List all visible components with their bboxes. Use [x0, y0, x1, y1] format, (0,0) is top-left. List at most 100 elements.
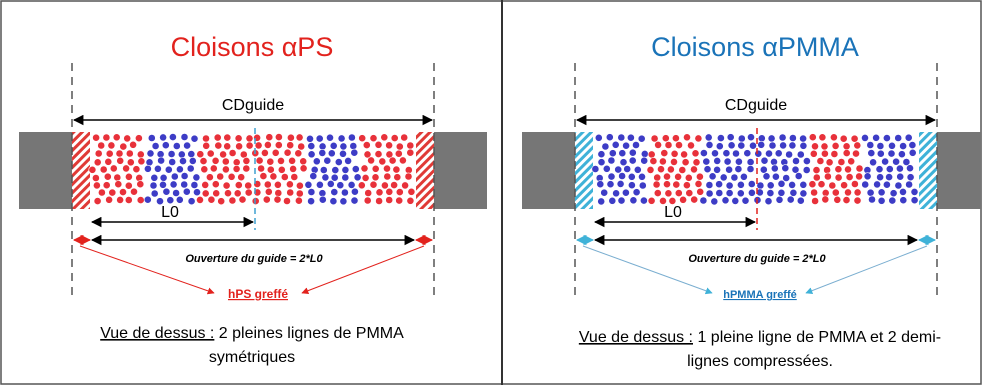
- polymer-chain-dot-blue: [186, 164, 195, 173]
- polymer-chain-dot-blue: [617, 133, 626, 142]
- polymer-chain-dot-blue: [180, 180, 189, 189]
- polymer-chain-dot-blue: [350, 187, 359, 196]
- polymer-chain-dot-blue: [748, 188, 756, 197]
- polymer-chain-dot-blue: [725, 165, 733, 174]
- polymer-chain-dot-red: [834, 173, 843, 182]
- polymer-chain-dot-blue: [172, 142, 181, 150]
- polymer-chain-dot-red: [273, 180, 282, 189]
- polymer-chain-dot-red: [369, 134, 378, 143]
- polymer-chain-dot-red: [297, 142, 306, 151]
- polymer-chain-dot-blue: [765, 149, 773, 158]
- polymer-chain-dot-red: [683, 133, 691, 142]
- polymer-chain-dot-red: [691, 149, 700, 158]
- polymer-chain-dot-blue: [164, 165, 173, 174]
- polymer-chain-dot-blue: [799, 189, 808, 198]
- polymer-chain-dot-blue: [905, 180, 913, 189]
- polymer-chain-dot-red: [393, 173, 402, 182]
- polymer-chain-dot-red: [844, 165, 852, 174]
- polymer-chain-dot-blue: [760, 156, 769, 165]
- polymer-chain-dot-red: [383, 172, 392, 181]
- polymer-chain-dot-red: [271, 148, 280, 157]
- polymer-chain-dot-blue: [861, 133, 869, 142]
- polymer-chain-dot-blue: [597, 150, 606, 159]
- polymer-chain-dot-blue: [747, 180, 756, 188]
- polymer-chain-dot-red: [842, 149, 851, 157]
- polymer-chain-dot-red: [363, 150, 372, 159]
- polymer-chain-dot-blue: [786, 195, 795, 204]
- polymer-chain-dot-red: [821, 149, 829, 158]
- polymer-chain-dot-blue: [896, 164, 904, 173]
- polymer-chain-dot-blue: [628, 181, 636, 190]
- polymer-chain-dot-red: [116, 156, 125, 165]
- polymer-chain-dot-blue: [344, 156, 352, 165]
- polymer-chain-dot-red: [213, 133, 222, 142]
- polymer-chain-dot-blue: [898, 150, 906, 159]
- polymer-chain-dot-red: [824, 172, 832, 181]
- polymer-chain-dot-red: [266, 165, 275, 174]
- polymer-chain-dot-blue: [877, 196, 886, 205]
- polymer-chain-dot-blue: [774, 149, 783, 158]
- polymer-chain-dot-red: [820, 142, 829, 151]
- polymer-chain-dot-blue: [353, 173, 362, 182]
- polymer-chain-dot-blue: [638, 172, 646, 181]
- polymer-chain-dot-red: [124, 196, 133, 204]
- polymer-chain-dot-red: [93, 158, 102, 167]
- polymer-chain-dot-red: [406, 196, 415, 205]
- polymer-chain-dot-blue: [892, 157, 900, 166]
- polymer-chain-dot-red: [385, 150, 394, 159]
- polymer-chain-dot-red: [299, 157, 308, 166]
- polymer-chain-dot-red: [844, 188, 852, 197]
- polymer-chain-dot-blue: [622, 188, 630, 197]
- polymer-chain-dot-blue: [791, 165, 800, 174]
- polymer-chain-dot-red: [265, 133, 274, 142]
- polymer-chain-dot-red: [232, 164, 241, 173]
- polymer-chain-dot-red: [264, 187, 273, 196]
- polymer-chain-dot-blue: [770, 157, 778, 166]
- polymer-chain-dot-blue: [708, 172, 717, 181]
- polymer-chain-dot-red: [850, 134, 859, 143]
- polymer-chain-dot-blue: [876, 149, 885, 158]
- polymer-chain-dot-red: [664, 141, 673, 149]
- polymer-chain-dot-red: [235, 142, 243, 151]
- caption-line-2: symétriques: [209, 349, 295, 366]
- polymer-chain-dot-blue: [629, 196, 638, 205]
- polymer-chain-dot-red: [223, 142, 232, 151]
- polymer-chain-dot-red: [653, 173, 662, 182]
- caption-prefix: Vue de dessus :: [100, 325, 214, 342]
- polymer-chain-dot-blue: [608, 196, 617, 205]
- polymer-chain-dot-blue: [899, 196, 908, 205]
- caption-line-1: Vue de dessus : 2 pleines lignes de PMMA: [100, 325, 404, 342]
- polymer-chain-dot-blue: [619, 158, 628, 167]
- polymer-chain-dot-red: [136, 150, 145, 159]
- polymer-chain-dot-blue: [143, 195, 152, 204]
- polymer-chain-dot-red: [839, 134, 848, 143]
- polymer-chain-dot-red: [228, 196, 237, 205]
- polymer-chain-dot-red: [103, 172, 112, 181]
- polymer-chain-dot-red: [809, 149, 818, 158]
- polymer-chain-dot-blue: [633, 165, 642, 174]
- polymer-chain-dot-red: [808, 180, 817, 189]
- polymer-chain-dot-red: [286, 141, 295, 150]
- polymer-chain-dot-blue: [727, 141, 736, 150]
- polymer-chain-dot-blue: [349, 142, 358, 150]
- polymer-chain-dot-blue: [788, 180, 796, 189]
- polymer-chain-dot-blue: [339, 197, 348, 206]
- polymer-chain-dot-blue: [705, 140, 714, 149]
- polymer-chain-dot-blue: [161, 141, 170, 150]
- polymer-chain-dot-red: [818, 133, 827, 142]
- polymer-chain-dot-blue: [304, 180, 313, 189]
- polymer-chain-dot-red: [395, 142, 404, 151]
- polymer-chain-dot-red: [116, 195, 124, 204]
- polymer-chain-dot-red: [122, 164, 130, 173]
- polymer-chain-dot-red: [845, 173, 854, 181]
- polymer-chain-dot-blue: [704, 133, 713, 142]
- polymer-chain-dot-blue: [899, 142, 907, 150]
- polymer-chain-dot-red: [119, 188, 127, 196]
- brush-pointer-left: [582, 245, 713, 295]
- polymer-chain-dot-red: [274, 141, 283, 149]
- polymer-chain-dot-blue: [759, 165, 768, 174]
- polymer-chain-dot-red: [196, 150, 205, 159]
- polymer-chain-dot-red: [93, 181, 101, 190]
- polymer-chain-dot-blue: [785, 150, 793, 159]
